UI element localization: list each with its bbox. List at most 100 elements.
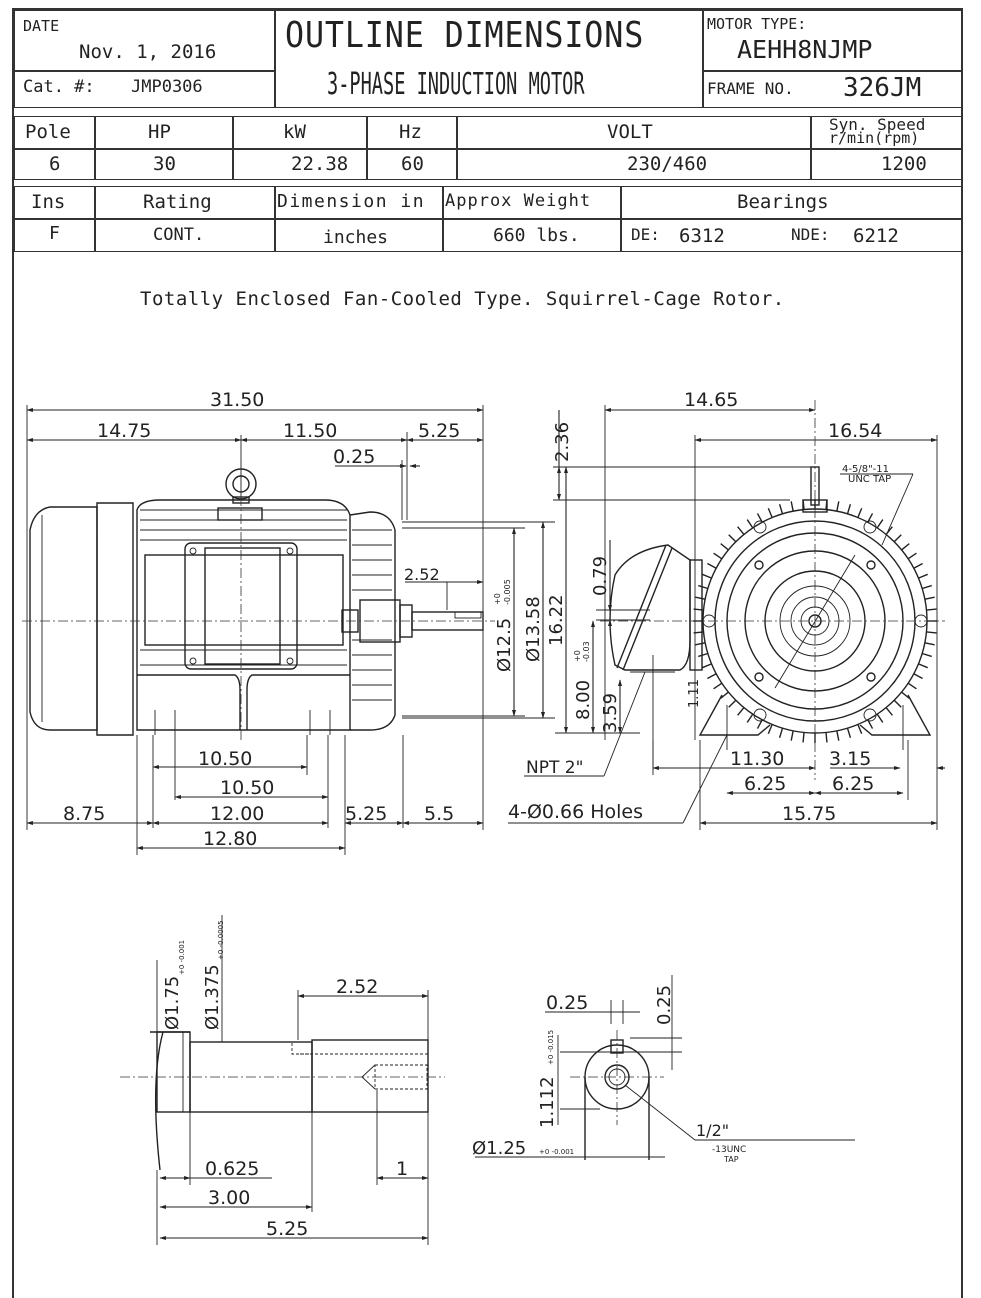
cell-text: 22.38 bbox=[291, 153, 349, 175]
title-cell: OUTLINE DIMENSIONS 3-PHASE INDUCTION MOT… bbox=[274, 10, 704, 108]
cooling-fin bbox=[778, 727, 784, 738]
header-text: Bearings bbox=[737, 191, 829, 213]
cooling-fin bbox=[921, 584, 932, 590]
cooling-fin bbox=[918, 663, 928, 669]
motor-description: Totally Enclosed Fan-Cooled Type. Squirr… bbox=[140, 288, 785, 310]
dim-16-22: 16.22 bbox=[546, 594, 567, 646]
shaft-dim-1-375-tol: +0 -0.0005 bbox=[217, 920, 225, 960]
cooling-fin bbox=[720, 691, 729, 699]
bearings-header: Bearings bbox=[620, 186, 963, 220]
ins-value: F bbox=[14, 218, 96, 252]
shaft-section: 0.25 0.25 1.112 +0 -0.015 Ø1.25 +0 -0.00… bbox=[472, 975, 855, 1164]
section-dim-1-25: Ø1.25 bbox=[472, 1138, 526, 1159]
section-dim-0-25-v: 0.25 bbox=[654, 985, 675, 1025]
dim-3-59: 3.59 bbox=[600, 693, 621, 733]
vertical-dimensions: Ø12.5 +0 -0.005 Ø13.58 16.22 8.00 +0 -0.… bbox=[402, 410, 815, 734]
header-text: kW bbox=[283, 121, 306, 143]
dim-8-00-tol-plus: +0 bbox=[573, 650, 582, 662]
dimension-value: inches bbox=[274, 218, 444, 252]
cat-cell: Cat. #: JMP0306 bbox=[14, 70, 276, 108]
date-cell: DATE Nov. 1, 2016 bbox=[14, 10, 276, 72]
cooling-fin bbox=[901, 691, 910, 699]
header-text: Approx Weight bbox=[445, 191, 592, 211]
cooling-fin bbox=[901, 543, 910, 551]
dim-14-65: 14.65 bbox=[684, 389, 738, 411]
dim-14-75: 14.75 bbox=[97, 420, 151, 442]
cooling-fin bbox=[767, 724, 773, 734]
cooling-fin bbox=[836, 501, 840, 512]
tap-note-thread: -13UNC bbox=[712, 1145, 746, 1155]
motor-type-value: AEHH8NJMP bbox=[737, 35, 873, 64]
tap-note-tap: TAP bbox=[723, 1155, 739, 1164]
dim-6-25-a: 6.25 bbox=[744, 773, 786, 795]
cooling-fin bbox=[893, 699, 902, 708]
cooling-fin bbox=[913, 673, 923, 680]
section-dim-1-112: 1.112 bbox=[537, 1076, 558, 1128]
header-text: Dimension in bbox=[277, 191, 426, 212]
section-dim-0-25-h: 0.25 bbox=[546, 992, 588, 1014]
cooling-fin bbox=[907, 552, 917, 560]
frame-no-cell: FRAME NO. 326JM bbox=[702, 70, 963, 108]
cooling-fin bbox=[693, 631, 704, 634]
cooling-fin bbox=[926, 631, 937, 634]
rating-header: Rating bbox=[94, 186, 276, 220]
cooling-fin bbox=[778, 504, 784, 515]
cell-text: 6 bbox=[49, 153, 61, 175]
header-subtext: r/min(rpm) bbox=[829, 129, 920, 147]
bearings-value: DE: 6312 NDE: 6212 bbox=[620, 218, 963, 252]
cooling-fin bbox=[790, 730, 794, 741]
cooling-fin bbox=[728, 534, 737, 543]
header-text: VOLT bbox=[607, 121, 653, 143]
end-view: 14.65 16.54 4-5/8"-11 UNC TAP bbox=[508, 389, 945, 830]
rating-value: CONT. bbox=[94, 218, 276, 252]
dim-2-36: 2.36 bbox=[552, 422, 573, 462]
cell-text: inches bbox=[323, 227, 389, 248]
cooling-fin bbox=[695, 642, 706, 646]
motor-type-label: MOTOR TYPE: bbox=[707, 15, 807, 33]
cooling-fin bbox=[836, 730, 840, 741]
tap-note-2: UNC TAP bbox=[848, 474, 891, 485]
cooling-fin bbox=[924, 596, 935, 600]
dim-5-25-top: 5.25 bbox=[418, 420, 460, 442]
date-label: DATE bbox=[23, 17, 60, 35]
header-text: Syn. Speed bbox=[829, 115, 926, 134]
cooling-fin bbox=[707, 673, 717, 680]
dim-6-25-b: 6.25 bbox=[832, 773, 874, 795]
dim-5-5: 5.5 bbox=[424, 803, 454, 825]
dim-0-79: 0.79 bbox=[590, 556, 611, 596]
de-value: 6312 bbox=[679, 225, 725, 247]
dim-16-54: 16.54 bbox=[828, 420, 882, 442]
hz-value: 60 bbox=[366, 148, 458, 180]
shaft-dim-0-625: 0.625 bbox=[205, 1158, 259, 1180]
de-label: DE: bbox=[631, 225, 660, 244]
dim-8-00-tol-minus: -0.03 bbox=[582, 641, 591, 662]
shaft-dim-1-375: Ø1.375 bbox=[202, 964, 223, 1030]
frame-value: 326JM bbox=[843, 73, 922, 103]
shaft-detail: 2.52 Ø1.75 +0 -0.001 Ø1.375 +0 -0.0005 0… bbox=[120, 915, 445, 1245]
cooling-fin bbox=[713, 682, 723, 690]
cooling-fin bbox=[893, 534, 902, 543]
weight-header: Approx Weight bbox=[442, 186, 622, 220]
cooling-fin bbox=[846, 504, 852, 515]
dim-10-50-b: 10.50 bbox=[220, 777, 274, 799]
header-text: Pole bbox=[25, 121, 71, 143]
npt-note: NPT 2" bbox=[526, 758, 583, 778]
side-view: 31.50 14.75 11.50 5.25 0.25 bbox=[22, 389, 495, 855]
cell-text: 30 bbox=[153, 153, 176, 175]
drawing-subtitle: 3-PHASE INDUCTION MOTOR bbox=[327, 67, 585, 102]
motor-type-cell: MOTOR TYPE: AEHH8NJMP bbox=[702, 10, 963, 72]
header-text: HP bbox=[148, 121, 171, 143]
cooling-fin bbox=[707, 562, 717, 569]
dim-5-25-bottom: 5.25 bbox=[345, 803, 387, 825]
drawing-title: OUTLINE DIMENSIONS bbox=[285, 15, 645, 56]
header-text: Rating bbox=[143, 191, 212, 213]
cooling-fin bbox=[767, 508, 773, 518]
cooling-fin bbox=[720, 543, 729, 551]
cell-text: 660 lbs. bbox=[493, 225, 580, 246]
date-value: Nov. 1, 2016 bbox=[79, 41, 217, 63]
dim-12-00: 12.00 bbox=[210, 803, 264, 825]
shaft-dim-1-75-tol: +0 -0.001 bbox=[178, 940, 186, 975]
dim-12-5-tol-minus: -0.005 bbox=[503, 579, 512, 605]
cooling-fin bbox=[885, 526, 893, 535]
